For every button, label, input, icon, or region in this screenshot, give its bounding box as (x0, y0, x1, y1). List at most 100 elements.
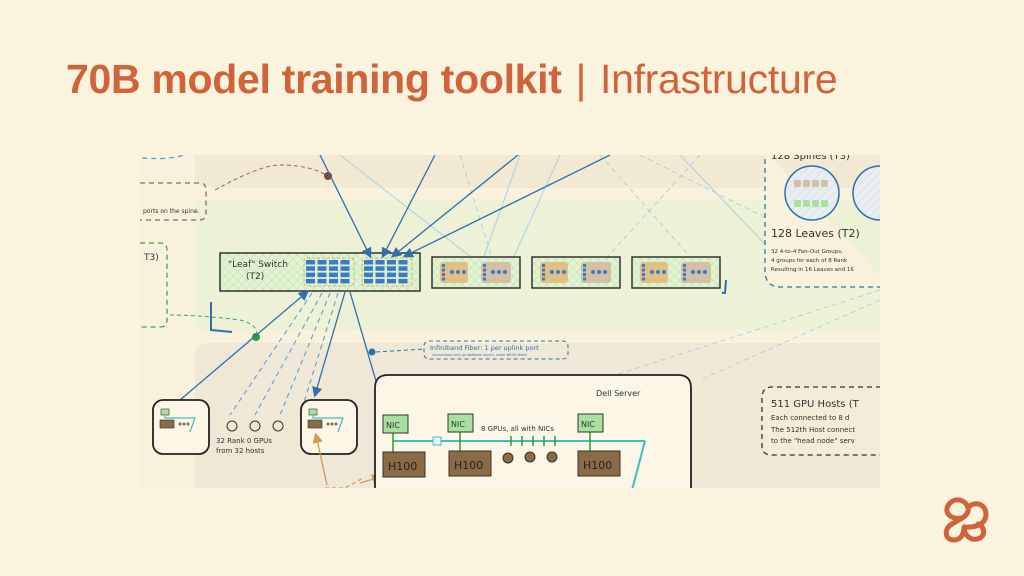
port-dot (650, 270, 654, 274)
nic-2: NIC (447, 413, 474, 433)
port-square (683, 277, 686, 281)
t3-box (140, 242, 168, 328)
switch-port (340, 278, 350, 284)
rank-gpus-line-1: 32 Rank 0 GPUs (216, 437, 272, 445)
leaf-switch[interactable]: "Leaf" Switch (T2) (219, 252, 421, 292)
port-dot (662, 270, 666, 274)
port-square (542, 277, 545, 281)
rank-gpus-line-2: from 32 hosts (216, 447, 265, 455)
port-dot (691, 270, 695, 274)
svg-text:H100: H100 (583, 459, 612, 472)
switch-port (329, 272, 338, 278)
port-square (442, 273, 445, 276)
spine-note-box (140, 182, 207, 221)
dashed-downlinks (229, 292, 339, 416)
port-square (583, 268, 586, 272)
svg-text:H100: H100 (388, 460, 417, 473)
port-square (483, 264, 486, 267)
knot-logo-icon (943, 497, 989, 543)
port-square (583, 273, 586, 276)
title-separator: | (575, 56, 587, 102)
switch-port (387, 278, 396, 284)
leaf-switch-tier: (T2) (246, 272, 264, 282)
port-square (642, 264, 645, 267)
switch-port (306, 272, 315, 278)
switch-port (398, 278, 408, 284)
title-subtitle: Infrastructure (600, 56, 838, 102)
fiber-dot (368, 348, 376, 356)
background-links (339, 155, 880, 381)
fiber-note-title: Infiniband Fiber: 1 per uplink port (430, 344, 539, 352)
switch-port (306, 260, 315, 265)
rank-gpu-circle (226, 420, 238, 432)
port-square (542, 268, 545, 272)
switch-port (398, 266, 408, 271)
switch-port (387, 260, 396, 265)
rank-gpu-circle (272, 420, 284, 432)
switch-port (364, 278, 373, 284)
gpu-h100-2: H100 (448, 450, 492, 477)
port-square (442, 277, 445, 281)
host-node-2[interactable] (300, 399, 358, 455)
switch-port (387, 266, 396, 271)
port-dot (603, 270, 607, 274)
hosts-line-2: The 512th Host connect (770, 426, 855, 434)
spine-circle-2 (852, 165, 880, 221)
switch-port (317, 272, 327, 278)
host-node-1[interactable] (152, 399, 210, 455)
switch-port (364, 272, 373, 278)
leaf-switch-label: "Leaf" Switch (228, 260, 288, 270)
switch-port (329, 266, 338, 271)
port-dot (656, 270, 660, 274)
dell-server[interactable]: Dell Server NIC NIC NIC 8 GPUs, all with… (374, 374, 692, 500)
port-dot (491, 270, 495, 274)
hosts-line-3: to the "head node" serv (771, 437, 855, 445)
port-square (642, 273, 645, 276)
brown-dashed-connector (214, 164, 329, 191)
switch-port (317, 266, 327, 271)
switch-port (387, 272, 396, 278)
port-dot (462, 270, 466, 274)
switch-port (340, 272, 350, 278)
port-dot (597, 270, 601, 274)
gpu-h100-3: H100 (577, 450, 621, 477)
switch-port (375, 278, 385, 284)
fiber-note-box (423, 340, 569, 360)
switch-port (364, 266, 373, 271)
switch-port (329, 278, 338, 284)
leaves-title: 128 Leaves (T2) (771, 227, 860, 240)
rank-gpu-circle (249, 420, 261, 432)
green-connector (169, 314, 258, 338)
hosts-info-box: 511 GPU Hosts (T Each connected to 8 d T… (761, 386, 880, 456)
switch-port (398, 260, 408, 265)
nic-1: NIC (382, 414, 409, 434)
port-square (542, 273, 545, 276)
svg-text:H100: H100 (454, 459, 483, 472)
port-dot (456, 270, 460, 274)
fiber-note-detail: Connections only go between layers, neve… (432, 353, 527, 357)
port-dot (697, 270, 701, 274)
nic-3: NIC (577, 413, 604, 433)
switch-port (306, 278, 315, 284)
port-square (683, 273, 686, 276)
port-dot (591, 270, 595, 274)
switch-port (317, 278, 327, 284)
port-dot (503, 270, 507, 274)
switch-port (340, 266, 350, 271)
spines-info-box: 128 Spines (T3) 128 Leaves (T2) 32 4-to-… (764, 151, 880, 288)
switch-port (306, 266, 315, 271)
port-square (583, 264, 586, 267)
uplink-arrows (179, 155, 611, 415)
port-square (483, 277, 486, 281)
port-dot (497, 270, 501, 274)
svg-text:NIC: NIC (451, 420, 465, 429)
switch-port (375, 260, 385, 265)
switch-port (340, 260, 350, 265)
port-square (483, 273, 486, 276)
switch-port (398, 272, 408, 278)
leaves-line-3: Resulting in 16 Leaves and 16 (771, 267, 854, 273)
blue-bracket-right (722, 279, 727, 294)
t3-fragment: T3) (143, 253, 159, 263)
spines-title: 128 Spines (T3) (771, 151, 850, 162)
